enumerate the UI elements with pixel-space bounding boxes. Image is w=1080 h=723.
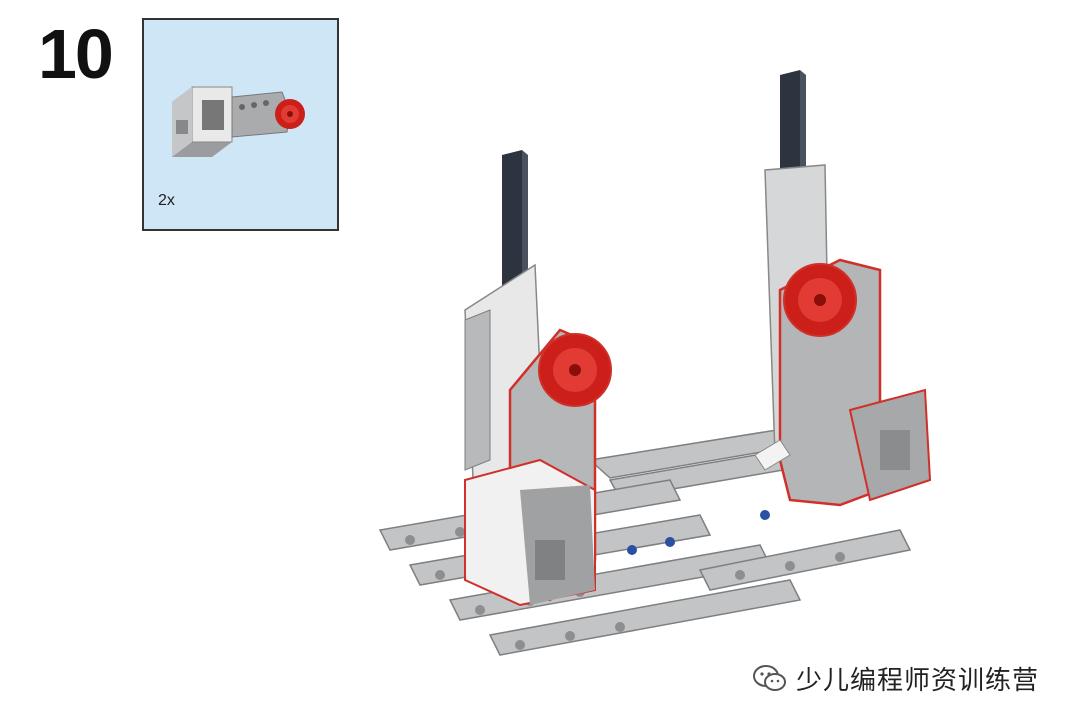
model-illustration	[378, 70, 932, 656]
wechat-icon	[753, 664, 786, 691]
watermark-text: 少儿编程师资训练营	[796, 666, 1040, 696]
parts-callout: 2x	[142, 18, 339, 231]
step-number: 10	[38, 15, 114, 93]
parts-quantity: 2x	[158, 192, 175, 209]
watermark: 少儿编程师资训练营	[752, 660, 1039, 697]
large-motor-icon	[172, 86, 305, 157]
